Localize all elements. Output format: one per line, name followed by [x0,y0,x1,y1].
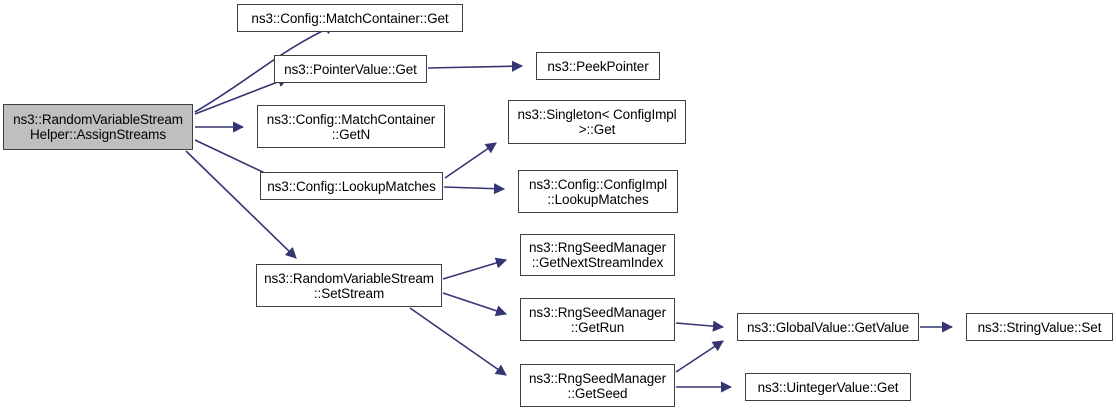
call-edge [427,60,524,72]
call-edge [442,257,508,280]
graph-node-stringvalue_set[interactable]: ns3::StringValue::Set [966,313,1113,341]
graph-node-rng_getrun[interactable]: ns3::RngSeedManager ::GetRun [520,298,675,341]
call-edge [675,320,725,332]
graph-node-rng_getnextstreamindex[interactable]: ns3::RngSeedManager ::GetNextStreamIndex [520,234,675,276]
graph-node-config_lookupmatches[interactable]: ns3::Config::LookupMatches [260,172,443,200]
graph-node-rng_getseed[interactable]: ns3::RngSeedManager ::GetSeed [520,364,675,407]
graph-node-assign_streams[interactable]: ns3::RandomVariableStream Helper::Assign… [3,104,193,150]
call-edge [444,142,497,179]
graph-node-matchcontainer_getn[interactable]: ns3::Config::MatchContainer ::GetN [257,105,445,148]
graph-node-uintegervalue_get[interactable]: ns3::UintegerValue::Get [745,373,911,401]
graph-node-peekpointer[interactable]: ns3::PeekPointer [536,52,660,80]
graph-node-configimpl_lookupmatches[interactable]: ns3::Config::ConfigImpl ::LookupMatches [518,170,678,213]
call-edge [409,307,507,376]
graph-node-singleton_configimpl_get[interactable]: ns3::Singleton< ConfigImpl >::Get [508,100,686,144]
call-edge [442,292,508,317]
call-edge [675,340,724,373]
call-edge [443,183,506,195]
call-edge [185,150,297,259]
graph-node-rvs_setstream[interactable]: ns3::RandomVariableStream ::SetStream [256,264,442,307]
graph-node-matchcontainer_get[interactable]: ns3::Config::MatchContainer::Get [237,4,463,32]
graph-node-globalvalue_getvalue[interactable]: ns3::GlobalValue::GetValue [737,313,919,341]
graph-node-pointervalue_get[interactable]: ns3::PointerValue::Get [274,55,427,83]
